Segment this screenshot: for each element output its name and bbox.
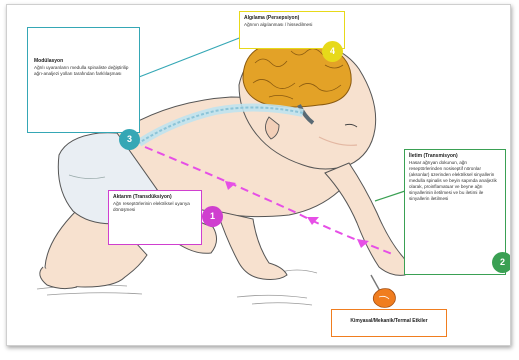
stage-description-modulasyon: Ağrılı uyaranların medulla spinaliste de… [34, 65, 133, 77]
connector-modulasyon [139, 35, 247, 77]
stage-description-algilama: Ağrının algılanması / hissedilmesi [244, 22, 340, 28]
stimulus-title: Kimyasal/Mekanik/Termal Etkiler [336, 318, 442, 324]
stimulus-box: Kimyasal/Mekanik/Termal Etkiler [331, 309, 447, 337]
stage-box-aktarim: Aktarım (Transdüksiyon) Ağrı reseptörler… [108, 190, 202, 245]
stage-box-iletim: İletim (Transmisyon) Hasar ağrıyan dokun… [404, 149, 506, 275]
stage-badge-modulasyon: 3 [119, 129, 140, 150]
stage-title-aktarim: Aktarım (Transdüksiyon) [113, 194, 197, 200]
stage-box-modulasyon: Modülasyon Ağrılı uyaranların medulla sp… [27, 27, 140, 133]
stage-title-algilama: Algılama (Persepsiyon) [244, 15, 340, 21]
stage-badge-algilama: 4 [322, 41, 343, 62]
stage-description-iletim: Hasar ağrıyan dokunun, ağrı reseptörleri… [409, 160, 501, 202]
baby-front-leg [217, 211, 287, 280]
stage-badge-aktarim: 1 [202, 206, 223, 227]
stage-badge-iletim: 2 [492, 252, 511, 273]
stage-description-aktarim: Ağrı reseptörlerinin elektriksel uyarıya… [113, 201, 197, 213]
stage-title-modulasyon: Modülasyon [34, 58, 133, 64]
stage-title-iletim: İletim (Transmisyon) [409, 153, 501, 159]
figure-frame: Algılama (Persepsiyon) Ağrının algılanma… [6, 4, 511, 346]
baby-front-arm [325, 163, 408, 275]
pushpin-stimulus [371, 275, 395, 307]
connector-iletim [375, 191, 405, 201]
